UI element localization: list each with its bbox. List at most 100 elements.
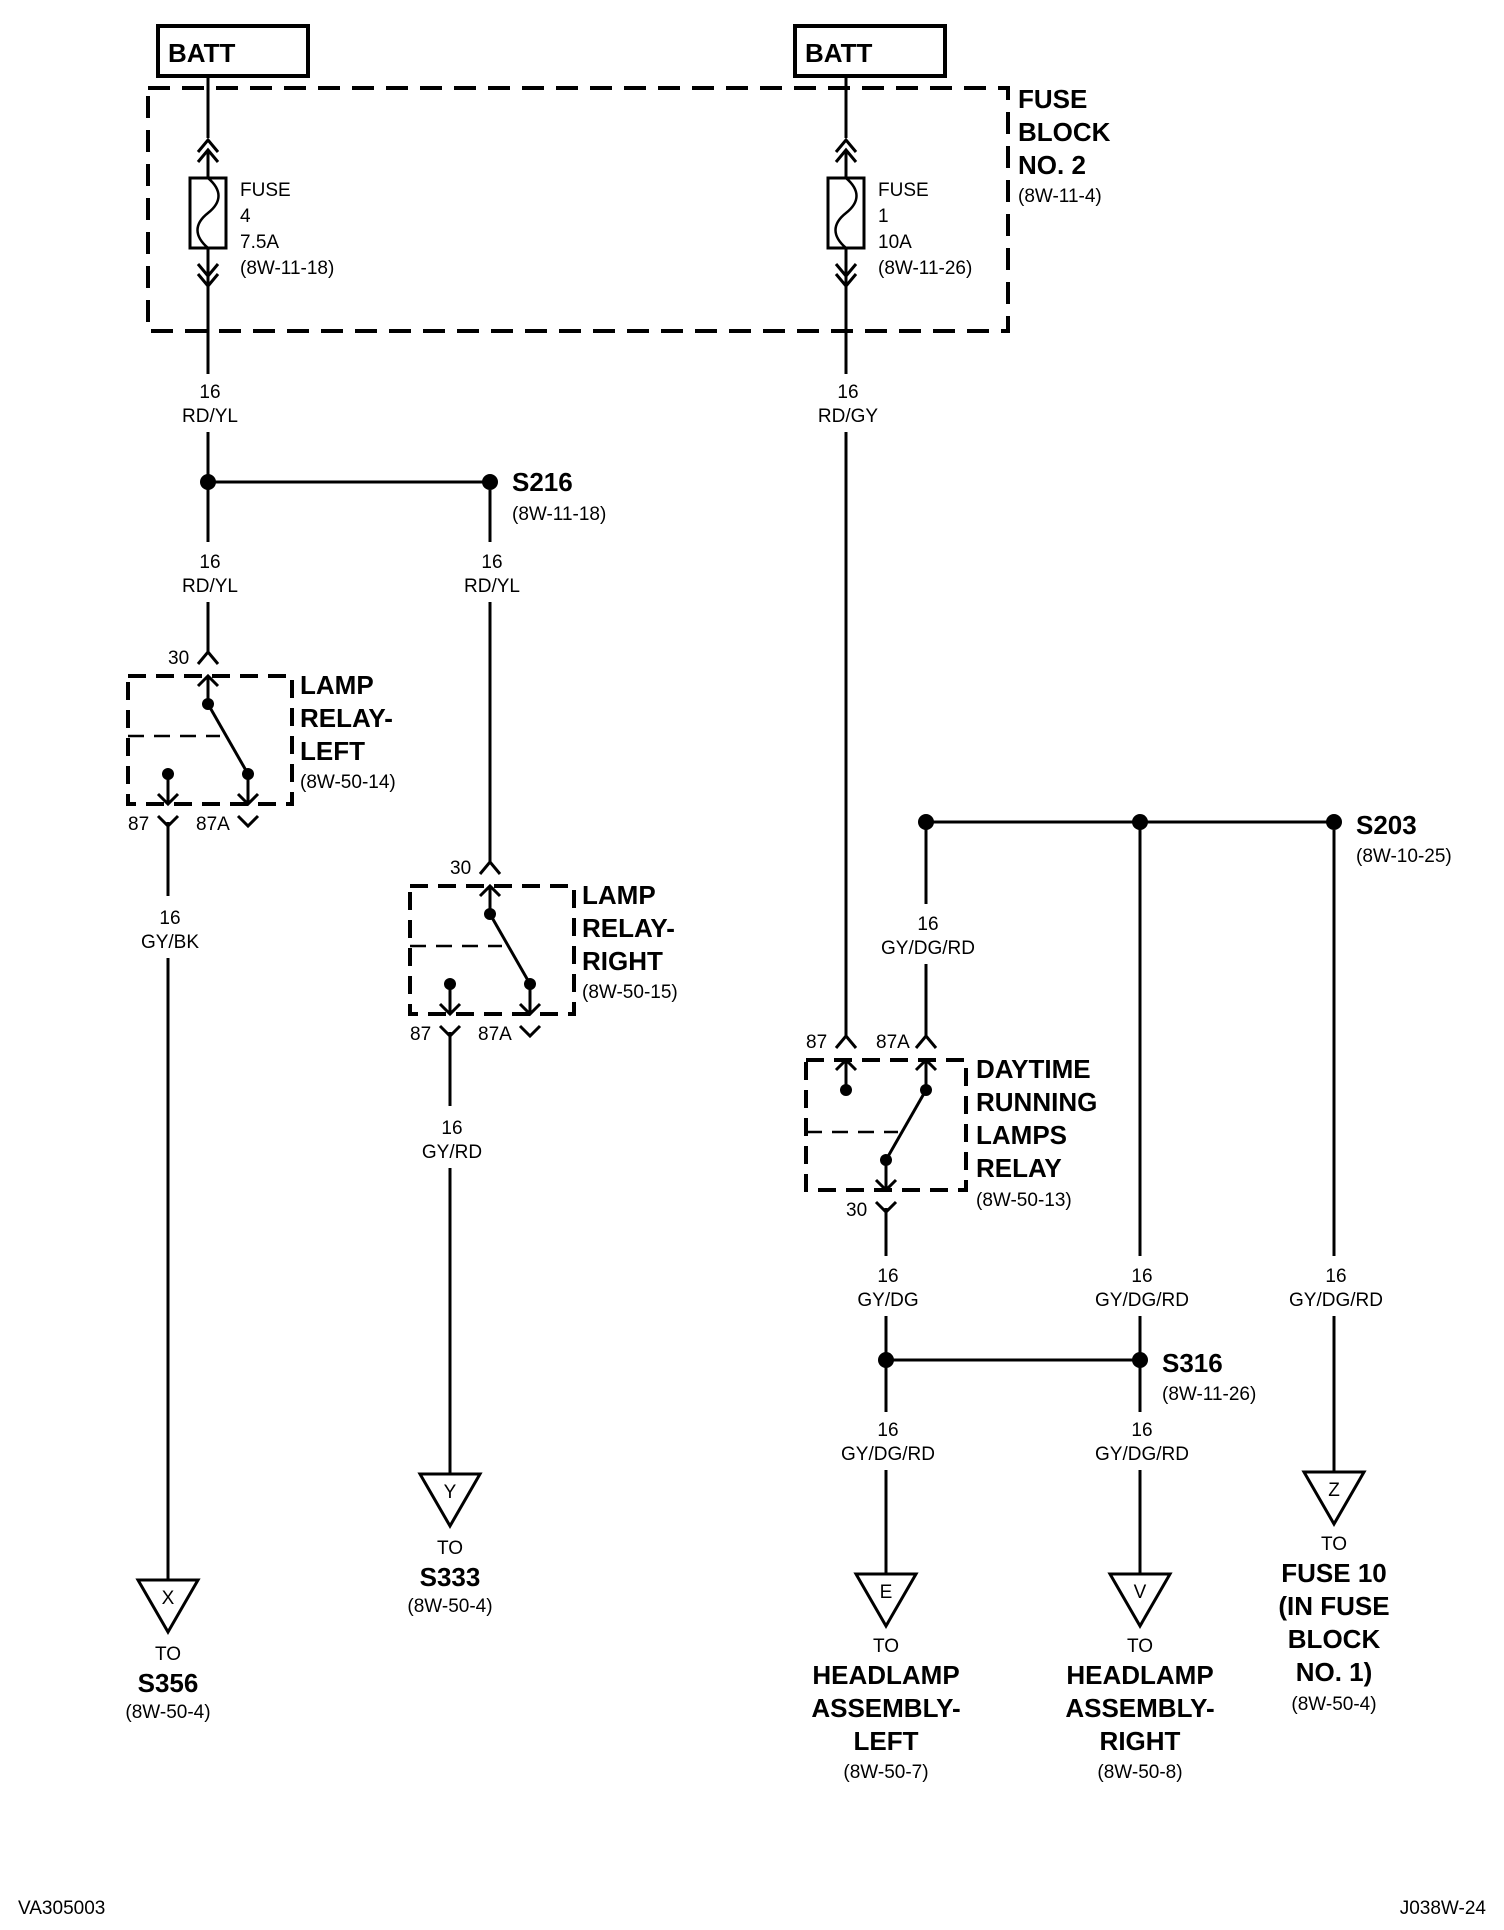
- wire-w2-color: RD/GY: [818, 406, 879, 427]
- relay-right-pin30-terminal: [478, 859, 502, 875]
- fuse1-top-terminal: [834, 137, 858, 153]
- relay-drl-pin87a-terminal: [914, 1033, 938, 1049]
- wire-w8-gauge: 16: [877, 1266, 898, 1287]
- wire-w1-color: RD/YL: [182, 406, 238, 427]
- fuse4-rating: 7.5A: [240, 232, 279, 253]
- connector-e-dest-1: HEADLAMP: [812, 1660, 959, 1690]
- wire-w11-color: GY/DG/RD: [841, 1444, 935, 1465]
- connector-z-ref: (8W-50-4): [1291, 1694, 1376, 1715]
- relay-left-pin87a-terminal: [236, 814, 260, 829]
- wire-w9-gauge: 16: [1131, 1266, 1152, 1287]
- relay-right-label-1: LAMP: [582, 880, 656, 910]
- connector-x-triangle: [135, 1578, 201, 1636]
- connector-x-to: TO: [155, 1644, 181, 1665]
- relay-drl-ref: (8W-50-13): [976, 1190, 1072, 1211]
- fuse1-name: FUSE: [878, 180, 929, 201]
- wire-w4-gauge: 16: [481, 552, 502, 573]
- wire-w11-gauge: 16: [877, 1420, 898, 1441]
- relay-drl-label-1: DAYTIME: [976, 1054, 1091, 1084]
- connector-e-dest-3: LEFT: [854, 1726, 919, 1756]
- relay-right-switch-arm: [488, 913, 532, 985]
- connector-e-dest-2: ASSEMBLY-: [811, 1693, 960, 1723]
- batt-right-label: BATT: [805, 38, 873, 68]
- relay-right-pin87a: 87A: [478, 1024, 512, 1045]
- splice-s216-label: S216: [512, 467, 573, 497]
- splice-s316-label: S316: [1162, 1348, 1223, 1378]
- relay-drl-pin87: 87: [806, 1032, 827, 1053]
- connector-z-to: TO: [1321, 1534, 1347, 1555]
- connector-z-letter: Z: [1328, 1480, 1340, 1501]
- relay-drl-label-3: LAMPS: [976, 1120, 1067, 1150]
- splice-s203-dot: [1326, 814, 1342, 830]
- relay-left-label-1: LAMP: [300, 670, 374, 700]
- figure-id-left: VA305003: [18, 1898, 105, 1919]
- wire-w12-color: GY/DG/RD: [1095, 1444, 1189, 1465]
- connector-z-dest-3: BLOCK: [1288, 1624, 1381, 1654]
- wire-w5-color: GY/BK: [141, 932, 199, 953]
- connector-x-ref: (8W-50-4): [125, 1702, 210, 1723]
- relay-drl-pin87-terminal: [834, 1033, 858, 1049]
- fuse4-element: [196, 177, 220, 249]
- fuse-block-outline: [146, 86, 1010, 333]
- relay-drl-switch-arm: [884, 1089, 928, 1161]
- relay-right-outline: [408, 884, 576, 1016]
- relay-left-label-2: RELAY-: [300, 703, 393, 733]
- relay-left-switch-arm: [206, 703, 250, 775]
- relay-drl-label-2: RUNNING: [976, 1087, 1097, 1117]
- wire-w10-gauge: 16: [1325, 1266, 1346, 1287]
- batt-left-label: BATT: [168, 38, 236, 68]
- fuse1-ref: (8W-11-26): [878, 258, 972, 279]
- connector-y-ref: (8W-50-4): [407, 1596, 492, 1617]
- fuse4-number: 4: [240, 206, 251, 227]
- wire-w5-gauge: 16: [159, 908, 180, 929]
- batt-right-box: [793, 24, 947, 78]
- splice-s316-dot: [1132, 1352, 1148, 1368]
- connector-y-letter: Y: [444, 1482, 457, 1503]
- batt-left-box: [156, 24, 310, 78]
- connector-v-dest-2: ASSEMBLY-: [1065, 1693, 1214, 1723]
- fuse4-top-terminal: [196, 137, 220, 153]
- connector-e-to: TO: [873, 1636, 899, 1657]
- connector-x-letter: X: [162, 1588, 175, 1609]
- fuse4-ref: (8W-11-18): [240, 258, 334, 279]
- relay-left-ref: (8W-50-14): [300, 772, 396, 793]
- connector-z-dest-2: (IN FUSE: [1278, 1591, 1389, 1621]
- relay-drl-label-4: RELAY: [976, 1153, 1062, 1183]
- connector-v-dest-3: RIGHT: [1100, 1726, 1181, 1756]
- splice-s316-ref: (8W-11-26): [1162, 1384, 1256, 1405]
- wire-w3-gauge: 16: [199, 552, 220, 573]
- fuse-block-label-1: FUSE: [1018, 84, 1087, 114]
- figure-id-right: J038W-24: [1400, 1898, 1487, 1919]
- connector-z-dest-4: NO. 1): [1296, 1657, 1373, 1687]
- splice-s203-label: S203: [1356, 810, 1417, 840]
- connector-v-ref: (8W-50-8): [1097, 1762, 1182, 1783]
- connector-v-letter: V: [1134, 1582, 1147, 1603]
- relay-right-pin30: 30: [450, 858, 471, 879]
- relay-right-pin87: 87: [410, 1024, 431, 1045]
- fuse1-element: [834, 177, 858, 249]
- fuse-block-label-2: BLOCK: [1018, 117, 1111, 147]
- fuse1-number: 1: [878, 206, 889, 227]
- splice-s203-ref: (8W-10-25): [1356, 846, 1452, 867]
- fuse1-bottom-terminal: [834, 263, 858, 279]
- relay-right-pin87a-terminal: [518, 1024, 542, 1039]
- wire-w2-gauge: 16: [837, 382, 858, 403]
- splice-s216-ref: (8W-11-18): [512, 504, 606, 525]
- relay-drl-pin87a: 87A: [876, 1032, 910, 1053]
- relay-right-label-2: RELAY-: [582, 913, 675, 943]
- connector-y-to: TO: [437, 1538, 463, 1559]
- wire-w6-gauge: 16: [441, 1118, 462, 1139]
- connector-z-triangle: [1301, 1470, 1367, 1528]
- fuse-block-label-3: NO. 2: [1018, 150, 1086, 180]
- connector-e-ref: (8W-50-7): [843, 1762, 928, 1783]
- fuse4-bottom-terminal: [196, 263, 220, 279]
- connector-x-dest: S356: [138, 1668, 199, 1698]
- wire-w1-gauge: 16: [199, 382, 220, 403]
- relay-left-pin30: 30: [168, 648, 189, 669]
- wire-w6-color: GY/RD: [422, 1142, 482, 1163]
- fuse1-rating: 10A: [878, 232, 912, 253]
- fuse-block-ref: (8W-11-4): [1018, 186, 1102, 207]
- connector-y-triangle: [417, 1472, 483, 1530]
- wire-w8-color: GY/DG: [857, 1290, 918, 1311]
